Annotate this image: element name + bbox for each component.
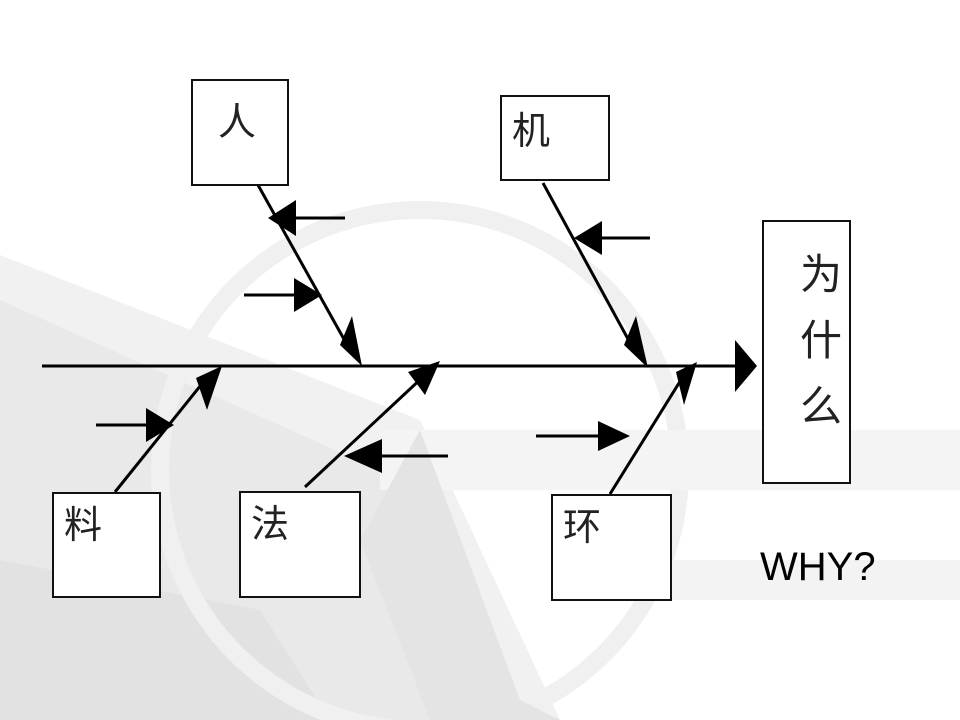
cause-label-machine: 机	[512, 109, 551, 153]
cause-label-people: 人	[218, 100, 257, 144]
cause-box-people: 人	[191, 79, 289, 186]
arrowhead	[676, 362, 697, 405]
branch-people	[256, 184, 352, 351]
cause-label-environment: 环	[563, 505, 602, 549]
cause-box-method: 法	[239, 491, 361, 598]
cause-box-machine: 机	[500, 95, 610, 181]
branch-environment	[608, 374, 686, 495]
arrowhead	[146, 408, 174, 442]
effect-char-1: 为	[799, 250, 842, 299]
arrowhead	[294, 278, 322, 312]
arrowhead	[340, 316, 362, 366]
arrowhead	[408, 361, 440, 395]
effect-box: 为 什 么	[762, 220, 851, 484]
cause-label-material: 料	[64, 503, 103, 547]
arrowhead	[624, 316, 648, 368]
effect-char-3: 么	[799, 382, 842, 431]
arrowhead	[574, 221, 602, 255]
cause-box-environment: 环	[551, 494, 672, 601]
branch-machine	[541, 182, 636, 351]
spine-arrowhead	[735, 340, 757, 392]
arrowhead	[598, 421, 630, 451]
arrowhead	[344, 439, 382, 473]
branch-method	[303, 373, 427, 489]
why-label: WHY?	[760, 545, 876, 589]
arrowhead	[196, 366, 222, 410]
branch-material	[113, 379, 207, 493]
cause-box-material: 料	[52, 492, 161, 598]
effect-char-2: 什	[799, 316, 842, 365]
arrowhead	[268, 200, 296, 236]
cause-label-method: 法	[251, 502, 290, 546]
